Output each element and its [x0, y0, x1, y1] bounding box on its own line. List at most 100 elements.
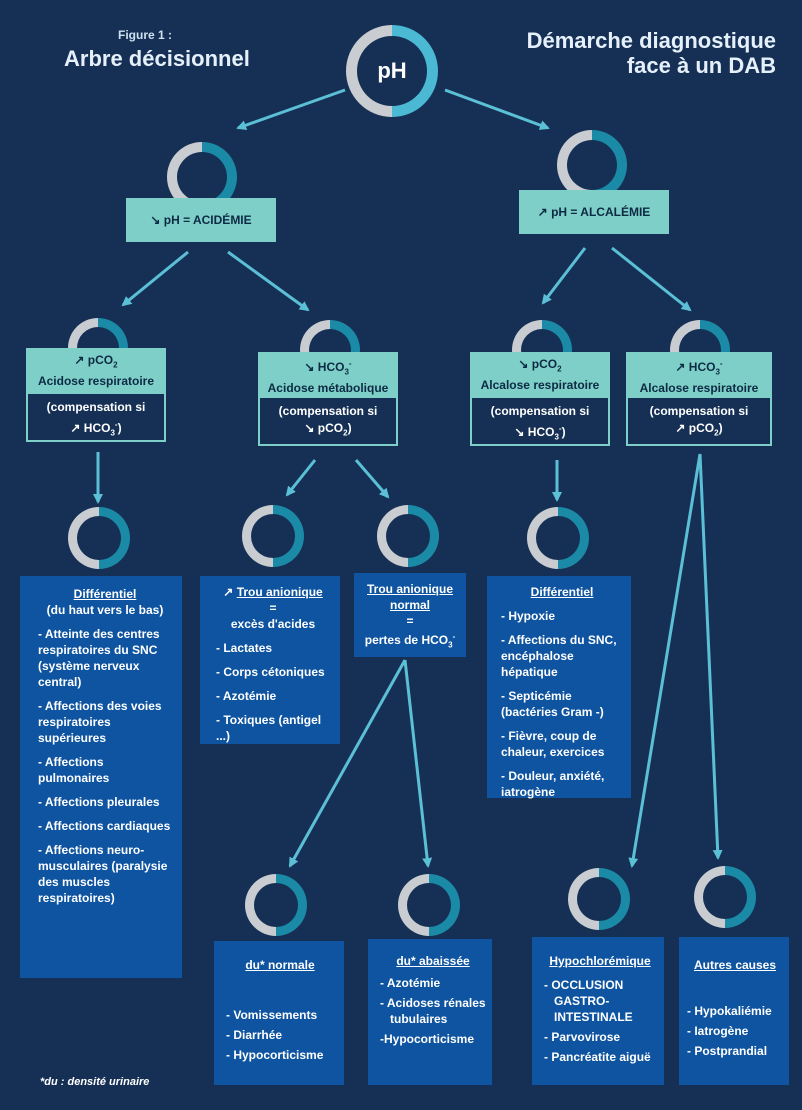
list-item: - Affections neuro-musculaires (paralysi…	[38, 843, 168, 905]
du-normale-list: - Vomissements - Diarrhée - Hypocorticis…	[226, 1007, 334, 1063]
node-name: Acidose respiratoire	[37, 374, 155, 389]
met-alkalosis-compensation: (compensation si ↗ pCO2)	[626, 396, 772, 446]
arrow-met-trou-eleve	[285, 459, 317, 497]
arrow-alcalemie-resp	[541, 247, 587, 305]
hypochloremique-box: Hypochlorémique - OCCLUSION GASTRO-INTES…	[532, 937, 664, 1085]
ring-icon-trou-eleve	[242, 505, 304, 567]
down-arrow-icon: ↘	[518, 357, 529, 371]
list-item: - Parvovirose	[544, 1030, 621, 1044]
list-item: - Vomissements	[226, 1008, 318, 1022]
met-acidosis-compensation: (compensation si ↘ pCO2)	[258, 396, 398, 446]
ring-icon-hypochloremique	[568, 868, 630, 930]
node-name: Alcalose respiratoire	[639, 381, 759, 396]
main-title: Démarche diagnostique face à un DAB	[516, 28, 776, 78]
equals-sign: =	[269, 601, 277, 615]
autres-causes-list: - Hypokaliémie - Iatrogène - Postprandia…	[687, 1003, 783, 1059]
alcalemie-label: pH = ALCALÉMIE	[551, 205, 651, 219]
resp-alkalosis-header: ↘ pCO2 Alcalose respiratoire	[470, 352, 610, 396]
list-item: - Diarrhée	[226, 1028, 283, 1042]
trou-eleve-title: Trou anionique	[236, 585, 323, 599]
figure-title: Arbre décisionnel	[64, 46, 250, 71]
hypochloremique-list: - OCCLUSION GASTRO-INTESTINALE - Parvovi…	[544, 977, 656, 1065]
ring-icon-du-abaissee	[398, 874, 460, 936]
trou-normal-title-1: Trou anionique	[367, 582, 453, 596]
arrow-met-alk-hypochlor	[628, 453, 702, 868]
list-item: - Acidoses rénales tubulaires	[380, 996, 486, 1026]
trou-eleve-desc: excès d'acides	[230, 617, 316, 631]
up-arrow-icon: ↗	[223, 585, 234, 599]
equals-sign: =	[406, 614, 414, 628]
list-item: - Affections du SNC, encéphalose hépatiq…	[501, 633, 617, 679]
resp-acidosis-compensation: (compensation si ↗ HCO3-)	[26, 392, 166, 442]
hypochloremique-title: Hypochlorémique	[549, 954, 651, 968]
list-item: - Azotémie	[216, 689, 277, 703]
met-alkalosis-header: ↗ HCO3- Alcalose respiratoire	[626, 352, 772, 396]
alcalemie-box: ↗ pH = ALCALÉMIE	[519, 190, 669, 234]
list-item: - Affections pulmonaires	[38, 755, 110, 785]
param-label: HCO	[688, 360, 716, 374]
arrow-normal-du-abaissee	[403, 659, 433, 868]
list-item: - Pancréatite aiguë	[544, 1050, 651, 1064]
ph-ring-icon: pH	[346, 25, 438, 117]
list-item: - Septicémie (bactéries Gram -)	[501, 689, 604, 719]
arrow-ph-alcalemie	[444, 88, 550, 130]
list-item: - Hypokaliémie	[687, 1004, 772, 1018]
up-arrow-icon: ↗	[537, 205, 548, 219]
arrow-acidemie-met	[227, 250, 310, 312]
list-item: - Hypoxie	[501, 609, 556, 623]
trou-eleve-list: - Lactates - Corps cétoniques - Azotémie…	[216, 640, 330, 744]
list-item: - Azotémie	[380, 976, 441, 990]
footnote: *du : densité urinaire	[40, 1076, 150, 1088]
node-name: Acidose métabolique	[267, 381, 389, 396]
ring-icon-trou-normal	[377, 505, 439, 567]
main-title-line1: Démarche diagnostique	[526, 28, 776, 53]
trou-normal-desc: pertes de HCO	[364, 633, 449, 647]
arrow-alcalemie-met	[611, 246, 692, 312]
resp-acidosis-header: ↗ pCO2 Acidose respiratoire	[26, 348, 166, 392]
ring-icon-diff-alkalosis	[527, 507, 589, 569]
acidemie-label: pH = ACIDÉMIE	[163, 213, 252, 227]
main-title-line2: face à un DAB	[626, 53, 776, 78]
met-acidosis-header: ↘ HCO3- Acidose métabolique	[258, 352, 398, 396]
list-item: - Atteinte des centres respiratoires du …	[38, 627, 160, 689]
resp-alkalosis-compensation: (compensation si ↘ HCO3-)	[470, 396, 610, 446]
du-normale-title: du* normale	[245, 958, 315, 972]
du-abaissee-list: - Azotémie - Acidoses rénales tubulaires	[380, 975, 486, 1027]
du-abaissee-title: du* abaissée	[396, 954, 470, 968]
trou-eleve-box: ↗ Trou anionique = excès d'acides - Lact…	[200, 576, 340, 744]
down-arrow-icon: ↘	[150, 213, 161, 227]
list-item: - Lactates	[216, 641, 273, 655]
diff-alkalosis-box: Différentiel - Hypoxie - Affections du S…	[487, 576, 631, 800]
arrow-met-trou-normal	[354, 459, 390, 499]
autres-causes-title: Autres causes	[693, 958, 777, 972]
diff-acidosis-box: Différentiel (du haut vers le bas) - Att…	[20, 576, 182, 978]
diff-acidosis-subtitle: (du haut vers le bas)	[46, 603, 164, 617]
list-item: - Hypocorticisme	[226, 1048, 324, 1062]
du-abaissee-extra: -Hypocorticisme	[380, 1032, 475, 1046]
trou-normal-box: Trou anionique normal = pertes de HCO3-	[354, 573, 466, 657]
list-item: - Affections des voies respiratoires sup…	[38, 699, 162, 745]
ring-icon-du-normale	[245, 874, 307, 936]
param-label: pCO	[531, 357, 558, 371]
ring-icon-autres	[694, 866, 756, 928]
arrow-normal-du-normale	[288, 659, 407, 868]
list-item: - Affections pleurales	[38, 795, 160, 809]
diff-acidosis-list: - Atteinte des centres respiratoires du …	[38, 626, 172, 906]
list-item: - Affections cardiaques	[38, 819, 171, 833]
arrow-ph-acidemie	[236, 88, 346, 131]
ph-label: pH	[377, 58, 407, 83]
arrow-met-alk-autres	[698, 453, 723, 860]
trou-normal-title-2: normal	[389, 598, 430, 612]
diff-alkalosis-list: - Hypoxie - Affections du SNC, encéphalo…	[501, 608, 623, 800]
diff-alkalosis-title: Différentiel	[530, 585, 594, 599]
list-item: - Iatrogène	[687, 1024, 749, 1038]
param-label: pCO	[87, 353, 114, 367]
ring-icon-alcalemie	[557, 130, 627, 200]
acidemie-box: ↘ pH = ACIDÉMIE	[126, 198, 276, 242]
list-item: - Toxiques (antigel ...)	[216, 713, 322, 743]
list-item: - Postprandial	[687, 1044, 768, 1058]
list-item: - OCCLUSION GASTRO-INTESTINALE	[544, 978, 633, 1024]
figure-label: Figure 1 :	[118, 28, 173, 42]
du-normale-box: du* normale - Vomissements - Diarrhée - …	[214, 941, 344, 1085]
list-item: - Corps cétoniques	[216, 665, 325, 679]
